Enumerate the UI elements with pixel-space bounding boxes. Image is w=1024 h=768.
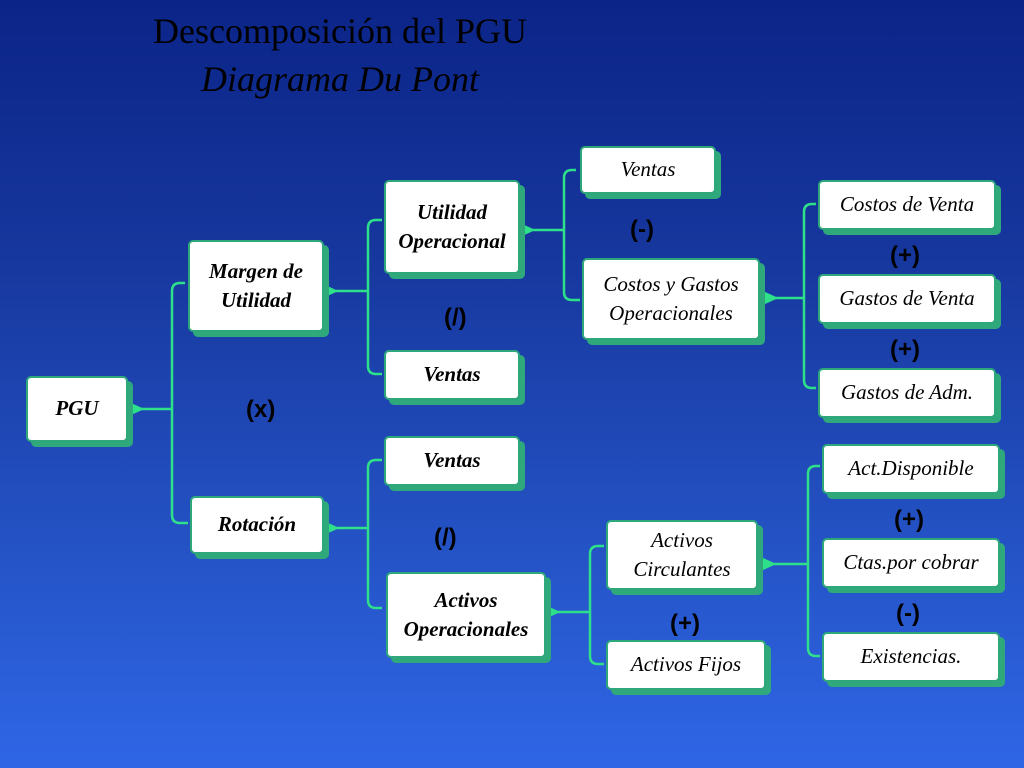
node-ctas-por-cobrar: Ctas.por cobrar: [822, 538, 1000, 588]
node-pgu: PGU: [26, 376, 128, 442]
operator-divide-margen: (/): [444, 304, 467, 331]
node-gastos-de-venta: Gastos de Venta: [818, 274, 996, 324]
node-margen-de-utilidad: Margen de Utilidad: [188, 240, 324, 332]
operator-minus-circulantes: (-): [896, 600, 920, 627]
node-ventas-rotacion: Ventas: [384, 436, 520, 486]
node-gastos-de-adm: Gastos de Adm.: [818, 368, 996, 418]
node-act-disponible: Act.Disponible: [822, 444, 1000, 494]
diagram-title: Descomposición del PGU: [153, 11, 527, 51]
node-ventas-top: Ventas: [580, 146, 716, 194]
operator-plus-costos-2: (+): [890, 336, 920, 363]
node-ventas-margen: Ventas: [384, 350, 520, 400]
operator-multiply: (x): [246, 396, 276, 423]
node-rotacion: Rotación: [190, 496, 324, 554]
operator-plus-activos: (+): [670, 610, 700, 637]
node-utilidad-operacional: Utilidad Operacional: [384, 180, 520, 274]
node-activos-circulantes: Activos Circulantes: [606, 520, 758, 590]
operator-plus-circulantes: (+): [894, 506, 924, 533]
node-costos-y-gastos-operacionales: Costos y Gastos Operacionales: [582, 258, 760, 340]
node-activos-operacionales: Activos Operacionales: [386, 572, 546, 658]
diagram-subtitle: Diagrama Du Pont: [201, 59, 479, 99]
operator-minus-utilidad: (-): [630, 216, 654, 243]
operator-divide-rotacion: (/): [434, 524, 457, 551]
node-existencias: Existencias.: [822, 632, 1000, 682]
operator-plus-costos-1: (+): [890, 242, 920, 269]
node-costos-de-venta: Costos de Venta: [818, 180, 996, 230]
node-activos-fijos: Activos Fijos: [606, 640, 766, 690]
